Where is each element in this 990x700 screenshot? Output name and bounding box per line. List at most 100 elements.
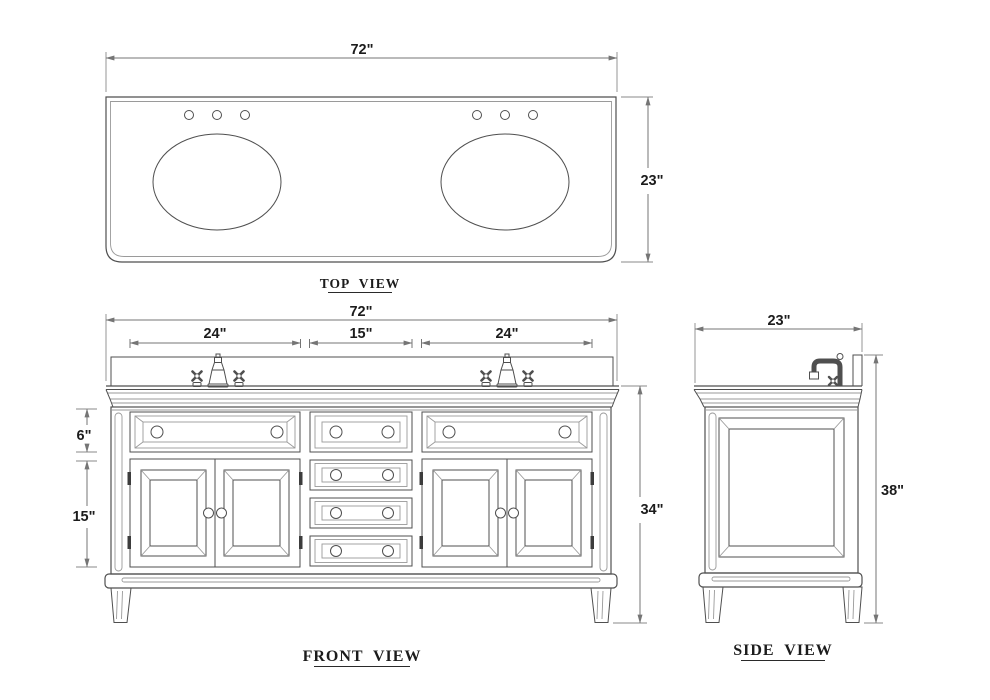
door-section-left [127,458,303,568]
side-cabinet-body [698,406,863,623]
front-height-dimension: 34" [613,385,664,624]
front-right-section-dim-text: 24" [495,326,518,342]
base-rail [104,573,618,589]
panel-bevels [223,469,290,557]
top-width-dim-text: 72" [350,42,373,58]
drawer-knob [330,507,342,519]
front-door-height-dim-text: 15" [72,509,95,525]
side-view: 23" 38" [693,313,904,662]
side-panel [718,417,845,558]
panel-outer [718,417,845,558]
bevel-corners [426,415,588,449]
side-base [698,572,863,623]
faucet-side-profile [809,353,844,387]
base-rail [698,572,863,588]
counter-moulding-end-profile [693,389,863,408]
panel-bevels [432,469,499,557]
door-knob [216,507,227,519]
drawer-bevel [314,539,408,563]
front-section-dimensions: 24" 15" 24" [129,326,593,348]
handle-base [234,382,244,387]
side-view-title: SIDE VIEW [733,642,833,659]
drawer-panel [321,467,401,483]
top-view-width-dimension: 72" [105,42,618,92]
panel-bevels [718,417,845,558]
handle-hub [194,373,200,379]
drawer-panel [321,421,401,443]
top-view: 72" 23" TOP VIEW [105,42,664,294]
side-depth-dimension: 23" [694,313,863,383]
leg-side-right [842,586,863,623]
backsplash-front [110,356,614,386]
door-panel-inner [232,479,281,547]
handle-hub [483,373,489,379]
faucet-handle-left [191,370,203,387]
sink-basin-left [152,133,282,231]
side-height-dimension: 38" [864,354,904,624]
front-center-section-dim-text: 15" [349,326,372,342]
leg-detail [596,590,604,620]
drawer-knob [330,545,342,557]
door-panel-inner [441,479,490,547]
front-countertop [105,356,620,408]
door-section-right [419,458,594,568]
drawer-panel [434,421,580,443]
drawer-face [309,459,413,491]
counter-moulding-lines [696,392,861,404]
drawer-panel [321,543,401,559]
faucet-holes-right [472,110,538,120]
stack-drawer-3 [309,535,413,567]
front-drawer-height-dim-text: 6" [77,428,92,444]
faucet-hole [500,110,510,120]
handle-hub [236,373,242,379]
leg-detail [708,589,715,620]
drawer-bevel [134,415,296,449]
faucet-hole [212,110,222,120]
drawer-knob [382,545,394,557]
drawer-face [309,497,413,529]
front-view: 72" 24" 15" 24" 6" [72,304,664,668]
side-depth-dim-text: 23" [767,313,790,329]
faucet-spout-body [208,362,228,385]
center-drawer-stack [309,459,413,567]
door-panel-inner [149,479,198,547]
leg-front-right [590,587,612,623]
hinge [127,536,131,549]
leg-detail [116,590,123,620]
door-panel-inner [524,479,573,547]
hinge [590,472,594,485]
top-drawer-left [129,411,301,453]
faucet-neck-top [503,357,511,363]
front-left-section-dim-text: 24" [203,326,226,342]
hinge [419,536,423,549]
faucet-cap [836,353,844,360]
door-left-a [140,469,207,557]
faucet-hole [528,110,538,120]
handle-base [192,382,202,387]
countertop-outer-edge [105,96,617,263]
front-drawer-height-dimension: 6" [76,408,97,453]
top-view-depth-dimension: 23" [621,96,664,263]
top-depth-dim-text: 23" [640,173,663,189]
top-drawer-center [309,411,413,453]
door-panel-outer [515,469,582,557]
faucet-spout [811,358,843,386]
drawer-face [421,411,593,453]
hinge [419,472,423,485]
faucet-hole [240,110,250,120]
front-view-title: FRONT VIEW [303,648,422,665]
cabinet-carcass [704,406,859,574]
faucet-base [496,383,518,388]
pilaster [708,412,717,571]
hinge [299,536,303,549]
door-knob [203,507,214,519]
door-left-b [223,469,290,557]
base-rail-groove [711,576,851,582]
door-panel-outer [223,469,290,557]
drawer-bevel [314,501,408,525]
bevel-corners [134,415,296,449]
countertop-inner-edge [110,101,612,257]
front-door-height-dimension: 15" [72,460,97,568]
